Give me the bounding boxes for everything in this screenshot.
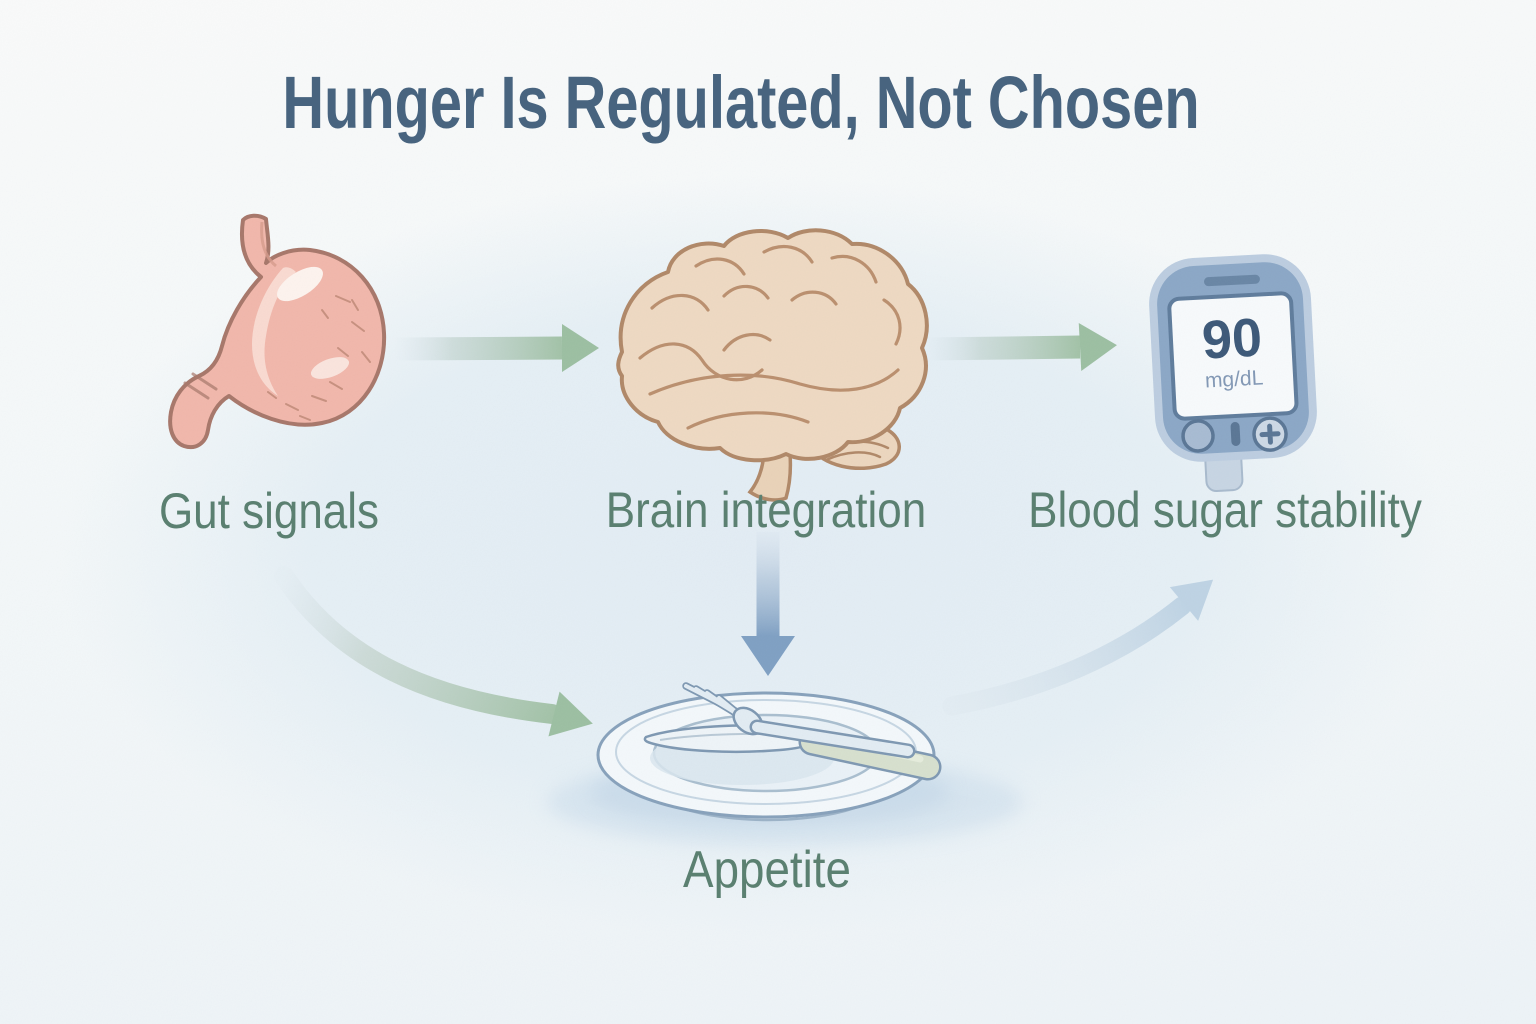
- page-title: Hunger Is Regulated, Not Chosen: [282, 61, 1200, 144]
- label-gut-signals: Gut signals: [158, 483, 380, 539]
- label-brain-integration: Brain integration: [605, 482, 927, 538]
- label-appetite: Appetite: [683, 841, 851, 899]
- label-blood-sugar-stability: Blood sugar stability: [1028, 482, 1422, 538]
